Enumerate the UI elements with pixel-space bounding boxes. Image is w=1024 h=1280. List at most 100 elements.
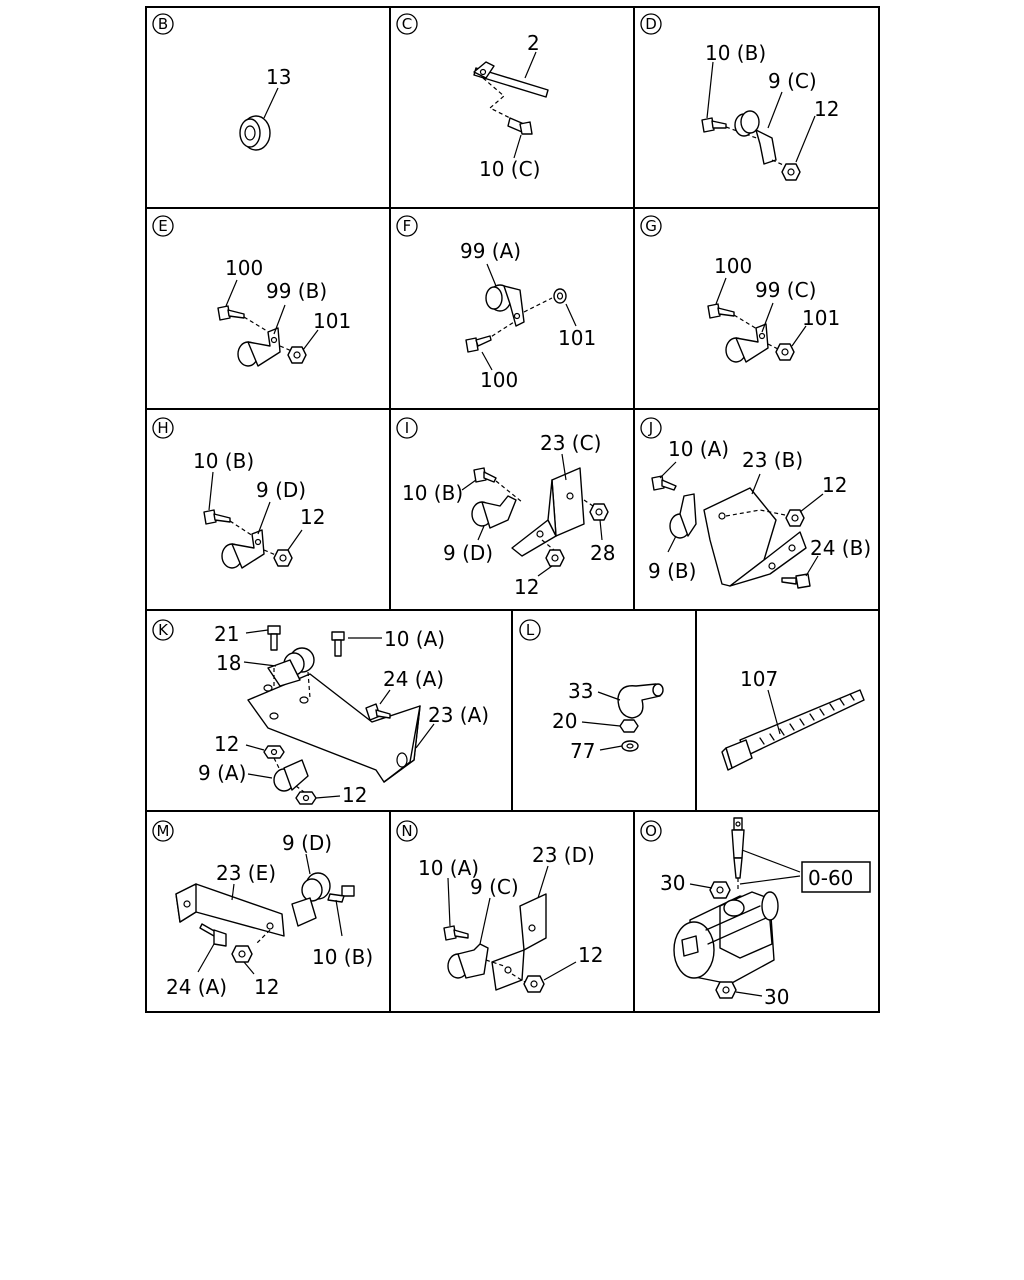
part-label: 101 xyxy=(313,309,351,333)
bolt-part xyxy=(331,631,345,657)
panel-letter: L xyxy=(526,621,535,639)
panel-e: E 100 99 (B) 101 xyxy=(152,215,351,367)
bolt-part xyxy=(267,625,281,651)
panel-c: C 2 10 (C) xyxy=(396,13,549,181)
nut-part xyxy=(295,791,317,805)
panel-g: G 100 99 (C) 101 xyxy=(640,215,840,363)
panel-letter: O xyxy=(645,822,657,840)
panel-letter-circle: I xyxy=(396,417,418,439)
part-label: 100 xyxy=(714,254,752,278)
bolt-part xyxy=(203,509,231,525)
part-label: 12 xyxy=(814,97,839,121)
nut-part xyxy=(715,981,737,999)
bolt-part xyxy=(707,303,735,319)
part-label: 9 (D) xyxy=(256,478,306,502)
part-label: 28 xyxy=(590,541,615,565)
part-label: 9 (A) xyxy=(198,761,246,785)
part-label: 10 (B) xyxy=(312,945,373,969)
bolt-part xyxy=(199,923,227,947)
nut-part xyxy=(273,549,293,567)
panel-d: D 10 (B) 9 (C) 12 xyxy=(640,13,839,181)
panel-letter-circle: H xyxy=(152,417,174,439)
part-label: 12 xyxy=(300,505,325,529)
part-label: 33 xyxy=(568,679,593,703)
bracket-part xyxy=(491,893,547,991)
part-label: 10 (B) xyxy=(705,41,766,65)
nut-part xyxy=(545,549,565,567)
nut-part xyxy=(523,975,545,993)
part-label: 20 xyxy=(552,709,577,733)
nut-part xyxy=(709,881,731,899)
reference-label: 0-60 xyxy=(808,866,853,890)
grid-frame xyxy=(145,6,880,1013)
clip-part xyxy=(221,529,265,569)
panel-h: H 10 (B) 9 (D) 12 xyxy=(152,417,325,569)
nut-part xyxy=(589,503,609,521)
part-label: 100 xyxy=(225,256,263,280)
panel-letter: K xyxy=(158,621,169,639)
panel-letter: M xyxy=(157,822,170,840)
starter-motor-part xyxy=(673,891,779,985)
panel-n: N 10 (A) 23 (D) 9 (C) 12 xyxy=(396,820,603,993)
part-label: 12 xyxy=(342,783,367,807)
bolt-part xyxy=(651,475,677,491)
part-label: 24 (A) xyxy=(166,975,227,999)
part-label: 101 xyxy=(802,306,840,330)
panel-i: I 23 (C) 10 (B) xyxy=(396,417,615,599)
rod-part xyxy=(473,61,549,98)
bracket-part xyxy=(511,467,585,557)
panel-letter: H xyxy=(157,419,168,437)
part-label: 99 (A) xyxy=(460,239,521,263)
bolt-part xyxy=(465,335,492,353)
panel-letter: E xyxy=(158,217,167,235)
part-label: 9 (D) xyxy=(282,831,332,855)
panel-letter-circle: K xyxy=(152,619,174,641)
panel-letter-circle: M xyxy=(152,820,174,842)
part-label: 10 (A) xyxy=(668,437,729,461)
panel-letter: B xyxy=(158,15,168,33)
panel-b: B 13 xyxy=(152,13,291,151)
clip-part xyxy=(734,110,777,165)
panel-letter: G xyxy=(645,217,657,235)
panel-l: L 33 20 77 xyxy=(519,619,664,763)
cable-tie-part xyxy=(721,689,865,771)
washer-part xyxy=(553,288,567,304)
panel-letter-circle: B xyxy=(152,13,174,35)
bolt-part xyxy=(781,573,811,589)
clip-part xyxy=(273,759,309,792)
clip-part xyxy=(447,943,489,979)
clip-part xyxy=(725,323,769,363)
nut-part xyxy=(287,346,307,364)
cable-lug-part xyxy=(731,817,745,879)
part-label: 23 (A) xyxy=(428,703,489,727)
part-label: 2 xyxy=(527,31,540,55)
panel-letter-circle: F xyxy=(396,215,418,237)
clip-part xyxy=(267,647,315,687)
panel-letter: D xyxy=(645,15,657,33)
part-label: 12 xyxy=(254,975,279,999)
panel-letter-circle: C xyxy=(396,13,418,35)
nut-part xyxy=(775,343,795,361)
part-label: 9 (C) xyxy=(470,875,519,899)
part-label: 10 (B) xyxy=(193,449,254,473)
part-label: 10 (A) xyxy=(384,627,445,651)
part-label: 77 xyxy=(570,739,595,763)
panel-k: K xyxy=(152,619,489,807)
panel-letter: I xyxy=(405,419,409,437)
part-label: 23 (E) xyxy=(216,861,276,885)
nut-part xyxy=(785,509,805,527)
part-label: 30 xyxy=(764,985,789,1009)
part-label: 18 xyxy=(216,651,241,675)
part-label: 10 (C) xyxy=(479,157,540,181)
part-label: 99 (C) xyxy=(755,278,816,302)
washer-part xyxy=(621,740,639,752)
nut-part xyxy=(619,719,639,733)
reference-box xyxy=(801,861,871,893)
part-label: 12 xyxy=(214,732,239,756)
part-label: 12 xyxy=(822,473,847,497)
panel-m: M 9 (D) 23 (E) 10 (B) xyxy=(152,820,373,999)
part-label: 10 (B) xyxy=(402,481,463,505)
clip-part xyxy=(471,495,517,529)
panel-j: J 10 (A) 23 (B) 12 xyxy=(640,417,871,589)
